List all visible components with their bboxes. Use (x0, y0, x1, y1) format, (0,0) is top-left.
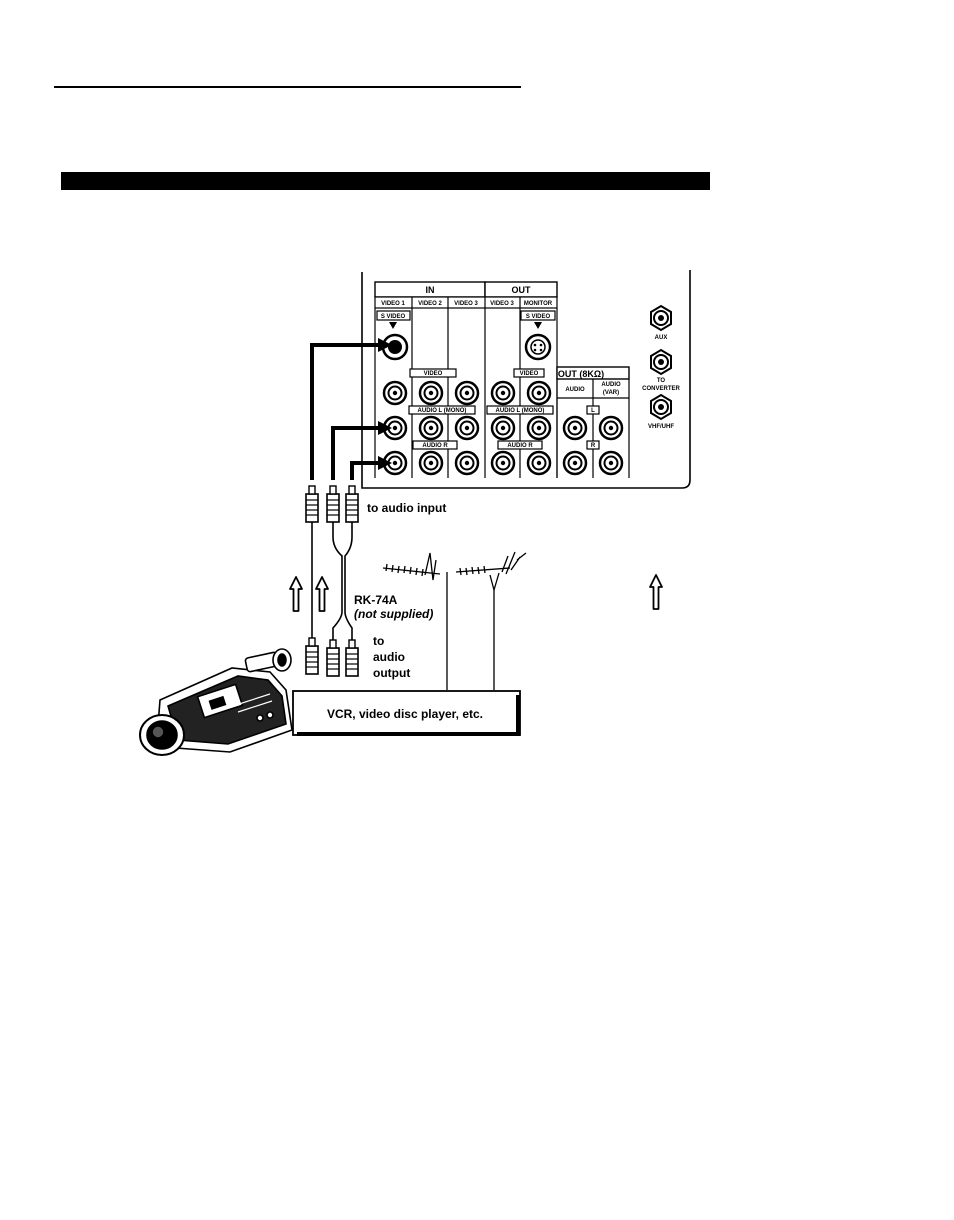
audio-l-plug-bottom (327, 640, 339, 676)
audio-r-video3-jack (456, 452, 478, 474)
output-label: output (373, 666, 410, 680)
cable-wires (312, 522, 352, 640)
aux-label: AUX (655, 335, 668, 341)
audio-r-video2-jack (420, 452, 442, 474)
audio-r-out-label: AUDIO R (507, 443, 533, 449)
video1-jack (384, 382, 406, 404)
video1-label: VIDEO 1 (381, 301, 405, 307)
out-audio-var-l-jack (600, 417, 622, 439)
video2-jack (420, 382, 442, 404)
out-audio-var-label: AUDIO (601, 382, 621, 388)
svideo-plug-bottom (306, 638, 318, 674)
svideo-out-jack (526, 335, 550, 359)
to-converter-terminal (651, 350, 671, 374)
out-audio-r-jack (564, 452, 586, 474)
vhf-uhf-label: VHF/UHF (648, 424, 674, 430)
signal-arrow-left (290, 577, 302, 611)
aux-terminal (651, 306, 671, 330)
signal-arrow-right (650, 575, 662, 609)
vcr-box-label: VCR, video disc player, etc. (327, 707, 483, 721)
to-label: to (373, 634, 384, 648)
in-header: IN (426, 285, 435, 295)
audio-r-in-label: AUDIO R (422, 443, 448, 449)
vhf-uhf-terminal (651, 395, 671, 419)
audio-r-out-jack (492, 452, 514, 474)
video3-out-label: VIDEO 3 (490, 301, 514, 307)
audio-l-plug-top (327, 486, 339, 522)
audio-l-out-label: AUDIO L (MONO) (496, 408, 545, 414)
video3-out-jack (492, 382, 514, 404)
svideo-in-label: S VIDEO (381, 314, 406, 320)
out-audio-l-jack (564, 417, 586, 439)
video2-label: VIDEO 2 (418, 301, 442, 307)
antenna-right (456, 552, 526, 690)
video-in-label: VIDEO (424, 371, 443, 377)
svideo-out-label: S VIDEO (526, 314, 551, 320)
audio-l-video3-jack (456, 417, 478, 439)
audio-r-plug-bottom (346, 640, 358, 676)
vcr-box: VCR, video disc player, etc. (293, 691, 520, 735)
video3-in-jack (456, 382, 478, 404)
signal-arrow-middle (316, 577, 328, 611)
tv-rear-panel: IN OUT VIDEO 1 VIDEO 2 VIDEO 3 VIDEO 3 M… (362, 270, 690, 488)
out-var-label: (VAR) (603, 390, 619, 396)
video3-in-label: VIDEO 3 (454, 301, 478, 307)
camcorder-icon (140, 649, 292, 755)
audio-r-plug-top (346, 486, 358, 522)
video-out-label: VIDEO (520, 371, 539, 377)
out-r-label: R (591, 443, 596, 449)
cable-model-label: RK-74A (354, 593, 398, 607)
audio-l-monitor-jack (528, 417, 550, 439)
converter-label: CONVERTER (642, 386, 680, 392)
audio-l-out-jack (492, 417, 514, 439)
out-header: OUT (512, 285, 532, 295)
audio-r-monitor-jack (528, 452, 550, 474)
out-l-label: L (591, 408, 595, 414)
out-8k-label: OUT (8KΩ) (558, 369, 604, 379)
audio-l-video2-jack (420, 417, 442, 439)
monitor-video-jack (528, 382, 550, 404)
not-supplied-label: (not supplied) (354, 607, 433, 621)
monitor-label: MONITOR (524, 301, 553, 307)
out-audio-label: AUDIO (565, 387, 585, 393)
svideo-plug-top (306, 486, 318, 522)
audio-label: audio (373, 650, 405, 664)
out-audio-var-r-jack (600, 452, 622, 474)
to-label: TO (657, 378, 666, 384)
audio-l-in-label: AUDIO L (MONO) (418, 408, 467, 414)
to-audio-input-label: to audio input (367, 501, 446, 515)
